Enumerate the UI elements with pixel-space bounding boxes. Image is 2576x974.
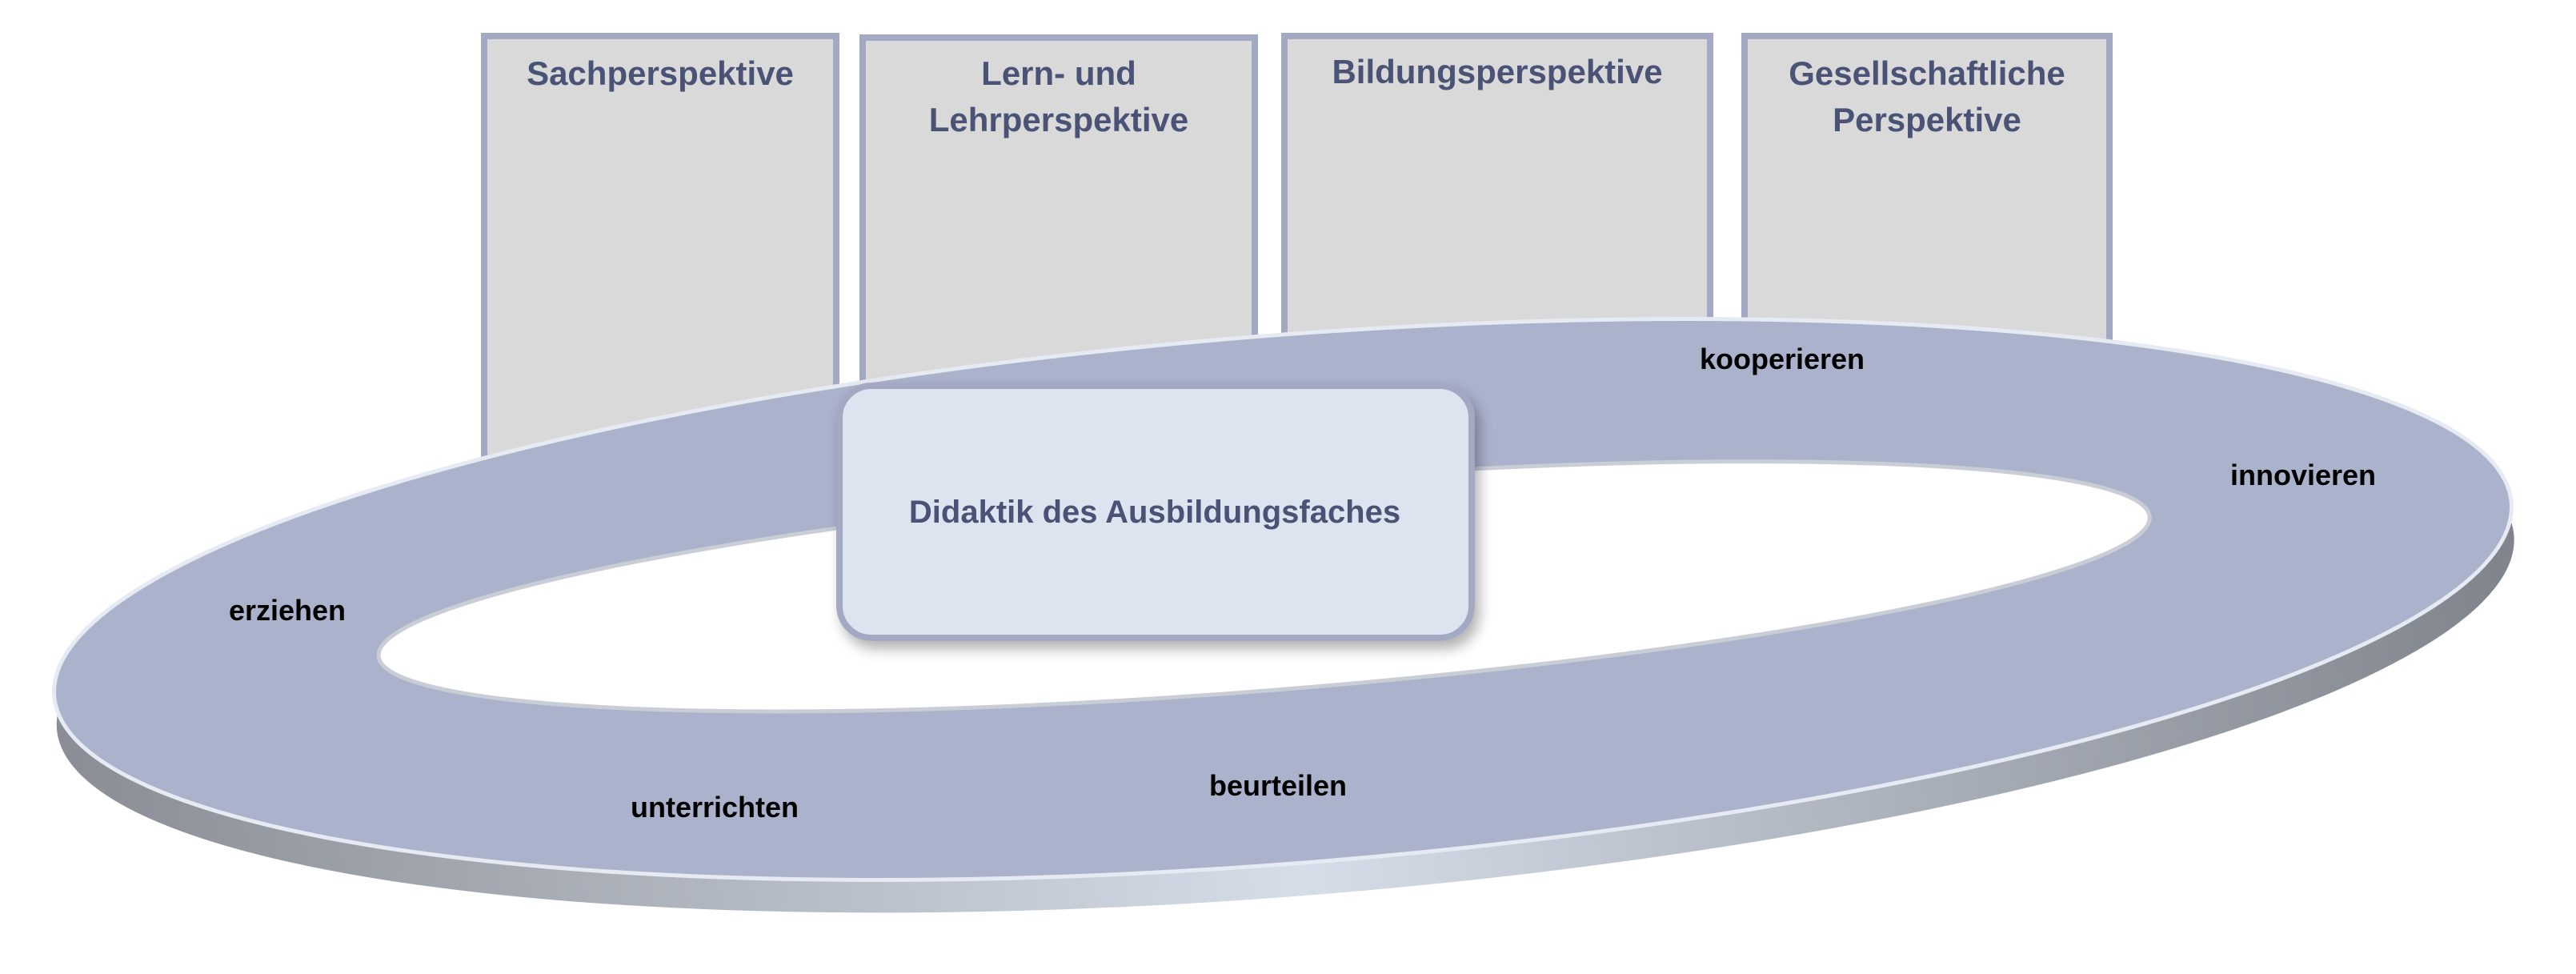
label-beurteilen: beurteilen [1209,769,1347,802]
label-innovieren: innovieren [2230,459,2376,491]
perspective-title-line2: Lehrperspektive [929,101,1188,138]
perspective-title-line1: Gesellschaftliche [1789,54,2065,92]
center-box [836,383,1475,641]
label-kooperieren: kooperieren [1700,343,1865,375]
perspective-title-line2: Perspektive [1833,101,2021,138]
perspective-title: Bildungsperspektive [1332,53,1662,90]
perspective-title-line1: Lern- und [981,54,1136,92]
perspective-title: Sachperspektive [527,54,794,92]
label-unterrichten: unterrichten [631,791,799,824]
center-title: Didaktik des Ausbildungsfaches [909,495,1400,530]
label-erziehen: erziehen [229,594,346,627]
